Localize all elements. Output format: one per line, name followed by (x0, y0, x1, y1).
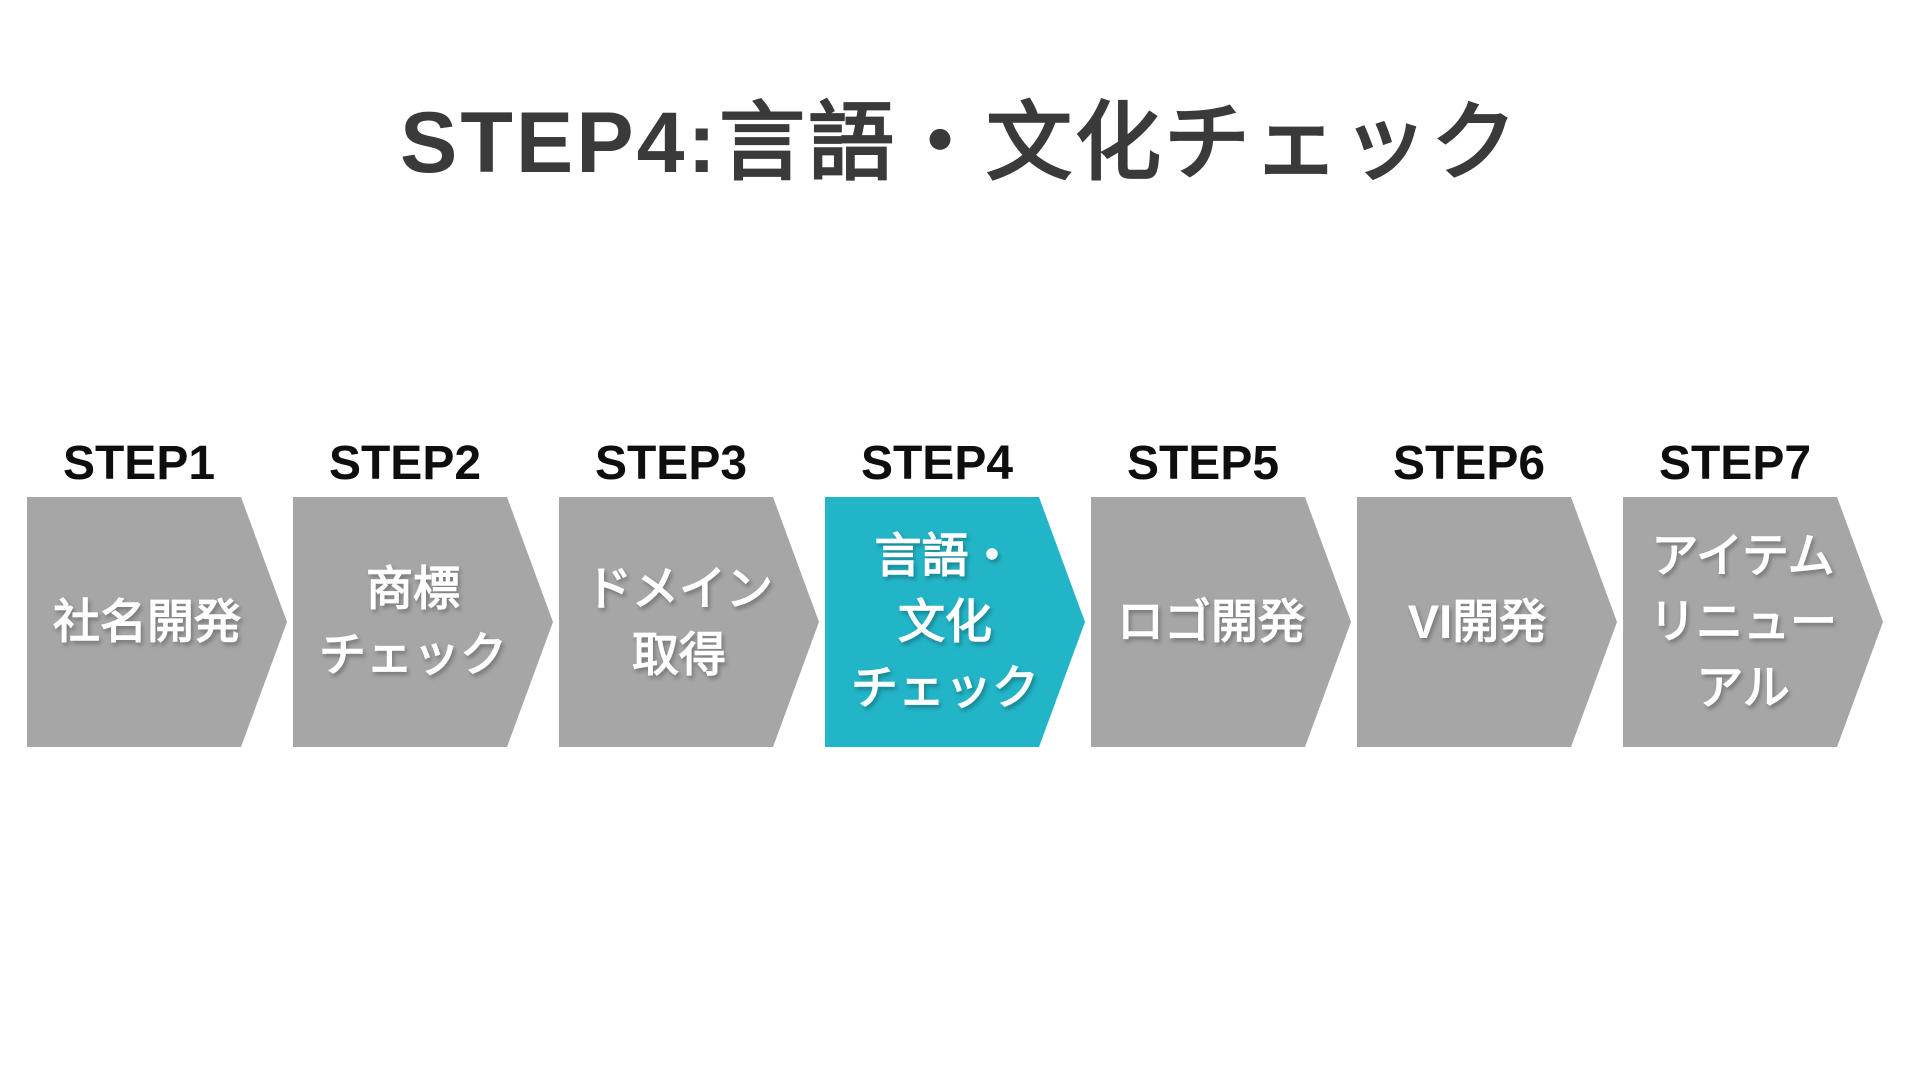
step-label: STEP2 (328, 437, 482, 490)
flow-step-6: STEP6 VI開発 (1357, 438, 1617, 747)
step-text: 言語・ 文化 チェック (851, 529, 1039, 714)
step-arrow-shape: ドメイン 取得 (559, 497, 819, 747)
step-arrow-shape: ロゴ開発 (1091, 497, 1351, 747)
flow-step-2: STEP2 商標 チェック (293, 438, 553, 747)
step-arrow-shape: 社名開発 (27, 497, 287, 747)
step-label: STEP5 (1126, 437, 1280, 490)
process-flow: STEP1 社名開発 STEP2 商標 チェック STEP3 ドメイン 取得 S… (27, 438, 1883, 747)
flow-step-5: STEP5 ロゴ開発 (1091, 438, 1351, 747)
step-label: STEP4 (860, 437, 1014, 490)
step-label: STEP3 (594, 437, 748, 490)
step-text: ドメイン 取得 (585, 562, 773, 681)
flow-step-7: STEP7 アイテム リニュー アル (1623, 438, 1883, 747)
page-title: STEP4:言語・文化チェック (399, 95, 1521, 191)
step-arrow-shape: 商標 チェック (293, 497, 553, 747)
step-label: STEP7 (1658, 437, 1812, 490)
flow-step-1: STEP1 社名開発 (27, 438, 287, 747)
step-arrow-shape: アイテム リニュー アル (1623, 497, 1883, 747)
step-arrow-shape: 言語・ 文化 チェック (825, 497, 1085, 747)
flow-step-4-current: STEP4 言語・ 文化 チェック (825, 438, 1085, 747)
step-arrow-shape: VI開発 (1357, 497, 1617, 747)
step-text: VI開発 (1407, 595, 1547, 648)
flow-step-3: STEP3 ドメイン 取得 (559, 438, 819, 747)
step-text: 商標 チェック (319, 562, 507, 681)
step-text: アイテム リニュー アル (1649, 529, 1837, 714)
step-text: 社名開発 (53, 595, 241, 648)
step-label: STEP6 (1392, 437, 1546, 490)
step-text: ロゴ開発 (1117, 595, 1305, 648)
step-label: STEP1 (62, 437, 216, 490)
